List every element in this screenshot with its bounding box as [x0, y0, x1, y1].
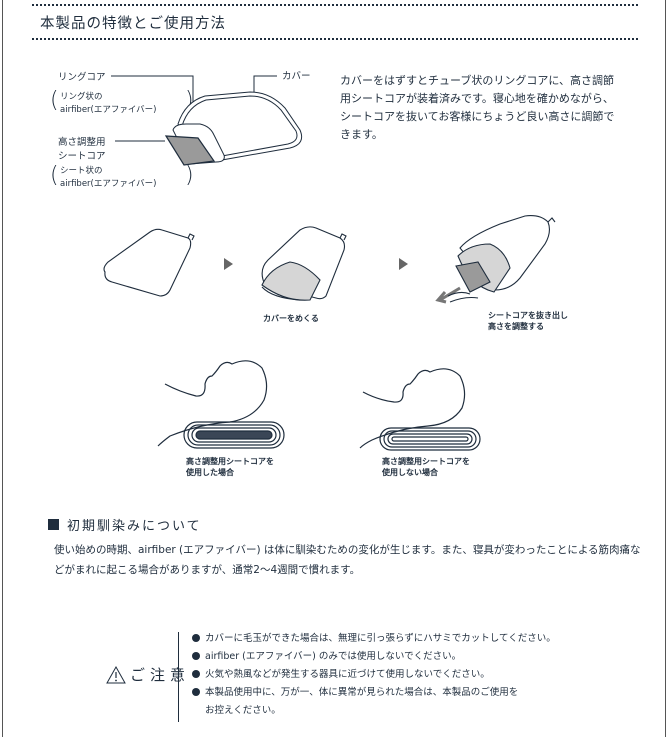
with-sheet-caption1: 高さ調整用シートコアを	[186, 457, 274, 466]
structure-description: カバーをはずすとチューブ状のリングコアに、高さ調節用シートコアが装着済みです。寝…	[340, 74, 615, 141]
sheet-core-label1: 高さ調整用	[58, 137, 106, 148]
with-sheet-caption2: 使用した場合	[186, 468, 234, 477]
sheet-core-sub1: シート状の	[60, 166, 103, 176]
caution-item: airfiber (エアファイバー) のみでは使用しないでください。	[192, 648, 556, 666]
break-in-heading: 初期馴染みについて	[48, 515, 202, 534]
caution-list: カバーに毛玉ができた場合は、無理に引っ張らずにハサミでカットしてください。 ai…	[192, 630, 556, 720]
title-dotted-rule	[32, 38, 638, 40]
step2-caption: カバーをめくる	[263, 314, 319, 323]
caution-label: ご注意	[106, 664, 190, 685]
paren-open: (	[50, 88, 59, 113]
paren-close: )	[185, 88, 194, 113]
ring-core-label: リングコア	[58, 72, 106, 83]
paren-close: )	[185, 163, 194, 188]
sheet-core-label2: シートコア	[58, 151, 106, 162]
caution-item: 火気や熱風などが発生する器具に近づけて使用しないでください。	[192, 666, 556, 684]
caution-divider	[178, 632, 179, 722]
arrow-right-icon	[399, 258, 408, 270]
break-in-body: 使い始めの時期、airfiber (エアファイバー) は体に馴染むための変化が生…	[54, 544, 641, 576]
caution-label-text: ご注意	[130, 666, 191, 684]
arrow-right-icon	[224, 258, 233, 270]
without-sheet-caption1: 高さ調整用シートコアを	[382, 457, 470, 466]
step3-caption-line1: シートコアを抜き出し	[488, 311, 568, 320]
sheet-core-sub2: airfiber(エアファイバー)	[60, 179, 157, 189]
break-in-heading-text: 初期馴染みについて	[67, 519, 202, 534]
ring-core-sub1: リング状の	[60, 92, 103, 102]
without-sheet-caption2: 使用しない場合	[382, 468, 438, 477]
ring-core-sub2: airfiber(エアファイバー)	[60, 105, 157, 115]
paren-open: (	[50, 163, 59, 188]
square-bullet-icon	[48, 519, 59, 530]
step3-caption-line2: 高さを調整する	[488, 322, 544, 331]
cover-label: カバー	[282, 71, 311, 82]
page-title: 本製品の特徴とご使用方法	[40, 16, 226, 32]
caution-item: 本製品使用中に、万が一、体に異常が見られた場合は、本製品のご使用を	[192, 684, 556, 702]
warning-triangle-icon	[106, 665, 126, 683]
caution-item: カバーに毛玉ができた場合は、無理に引っ張らずにハサミでカットしてください。	[192, 630, 556, 648]
top-dotted-rule	[32, 4, 638, 6]
caution-item-continuation: お控えください。	[205, 705, 281, 716]
